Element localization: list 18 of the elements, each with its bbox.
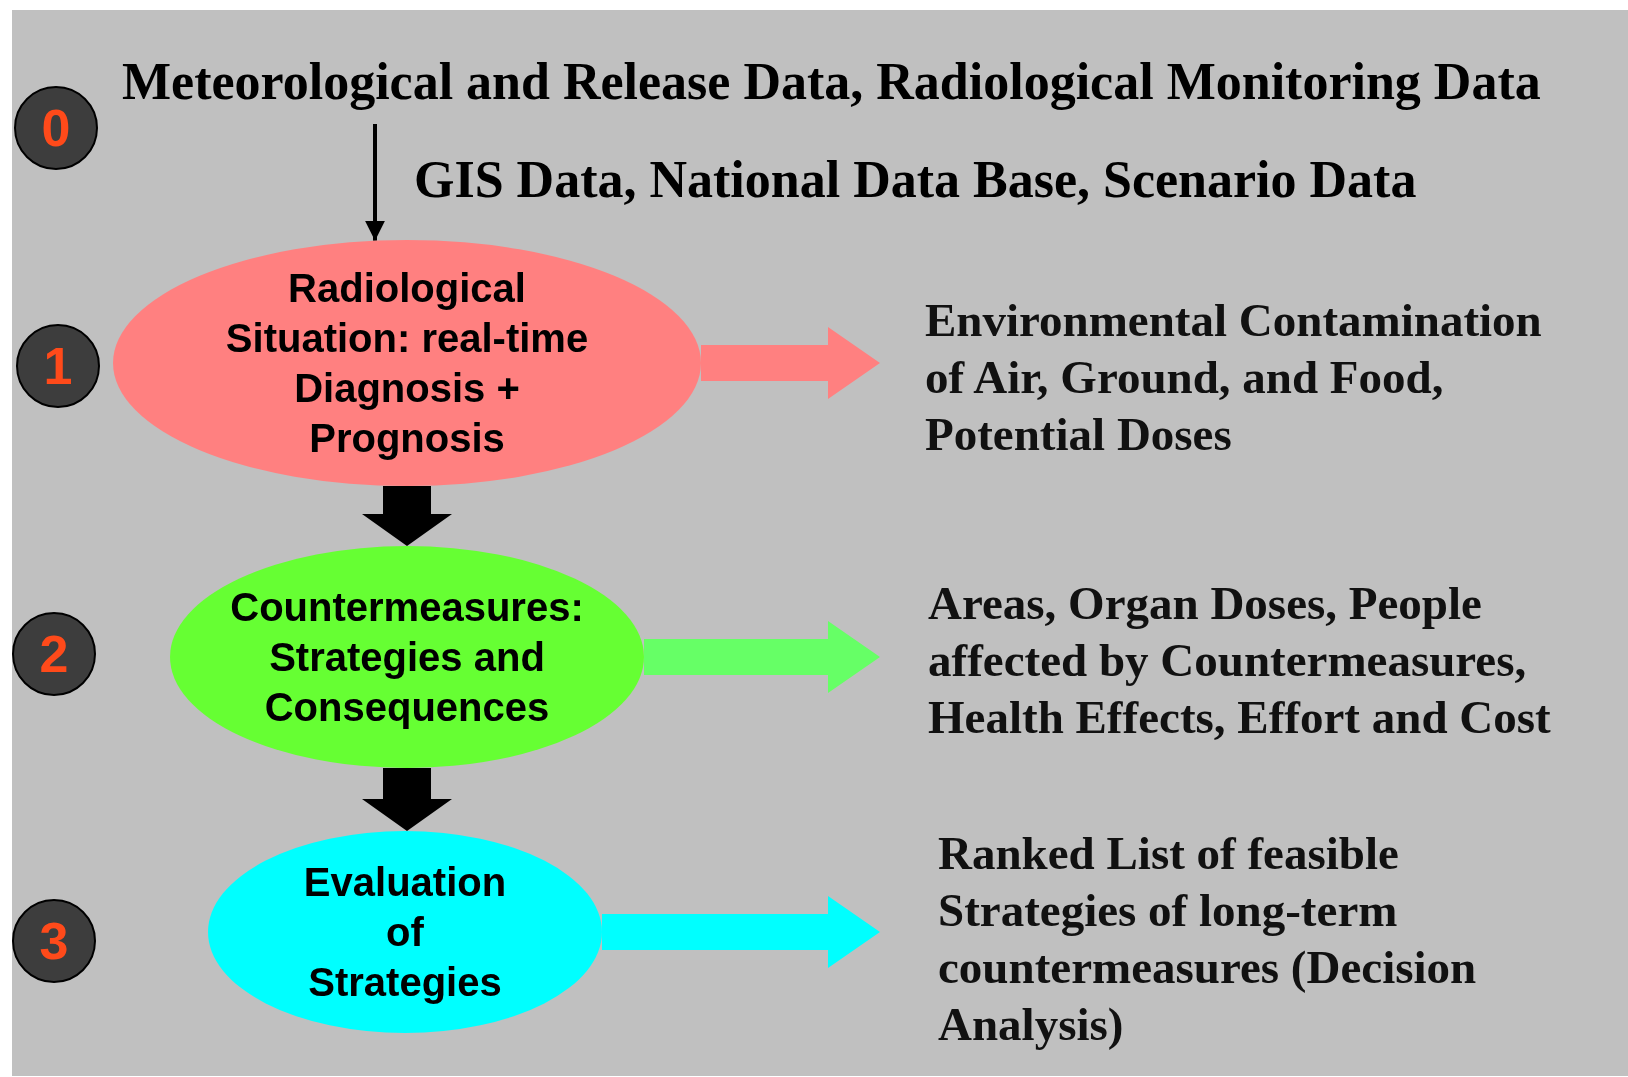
block-arrow bbox=[602, 896, 880, 968]
arrow bbox=[365, 124, 385, 241]
block-arrow bbox=[644, 621, 880, 693]
block-arrow bbox=[362, 486, 452, 546]
step-number: 3 bbox=[39, 915, 69, 967]
step-label: Countermeasures: Strategies and Consequences bbox=[230, 584, 584, 731]
output-description: Environmental Contamination of Air, Ground, and Food, Potential Doses bbox=[925, 293, 1543, 462]
step-number: 1 bbox=[43, 340, 73, 392]
step-label: Radiological Situation: real-time Diagnosis + Prognosis bbox=[224, 265, 590, 462]
output-description: Ranked List of feasible Strategies of long-term countermeasures (Decision Analysis) bbox=[938, 826, 1478, 1052]
input-data-label: Meteorological and Release Data, Radiological Monitoring Data bbox=[122, 52, 1542, 112]
block-arrow bbox=[701, 327, 880, 399]
step-number: 2 bbox=[39, 628, 69, 680]
block-arrow bbox=[362, 768, 452, 831]
step-number: 0 bbox=[41, 102, 71, 154]
step-label: Evaluation of Strategies bbox=[302, 859, 508, 1006]
output-description: Areas, Organ Doses, People affected by Countermeasures, Health Effects, Effort and Cost bbox=[928, 576, 1552, 745]
input-data-label: GIS Data, National Data Base, Scenario Data bbox=[414, 150, 1418, 210]
